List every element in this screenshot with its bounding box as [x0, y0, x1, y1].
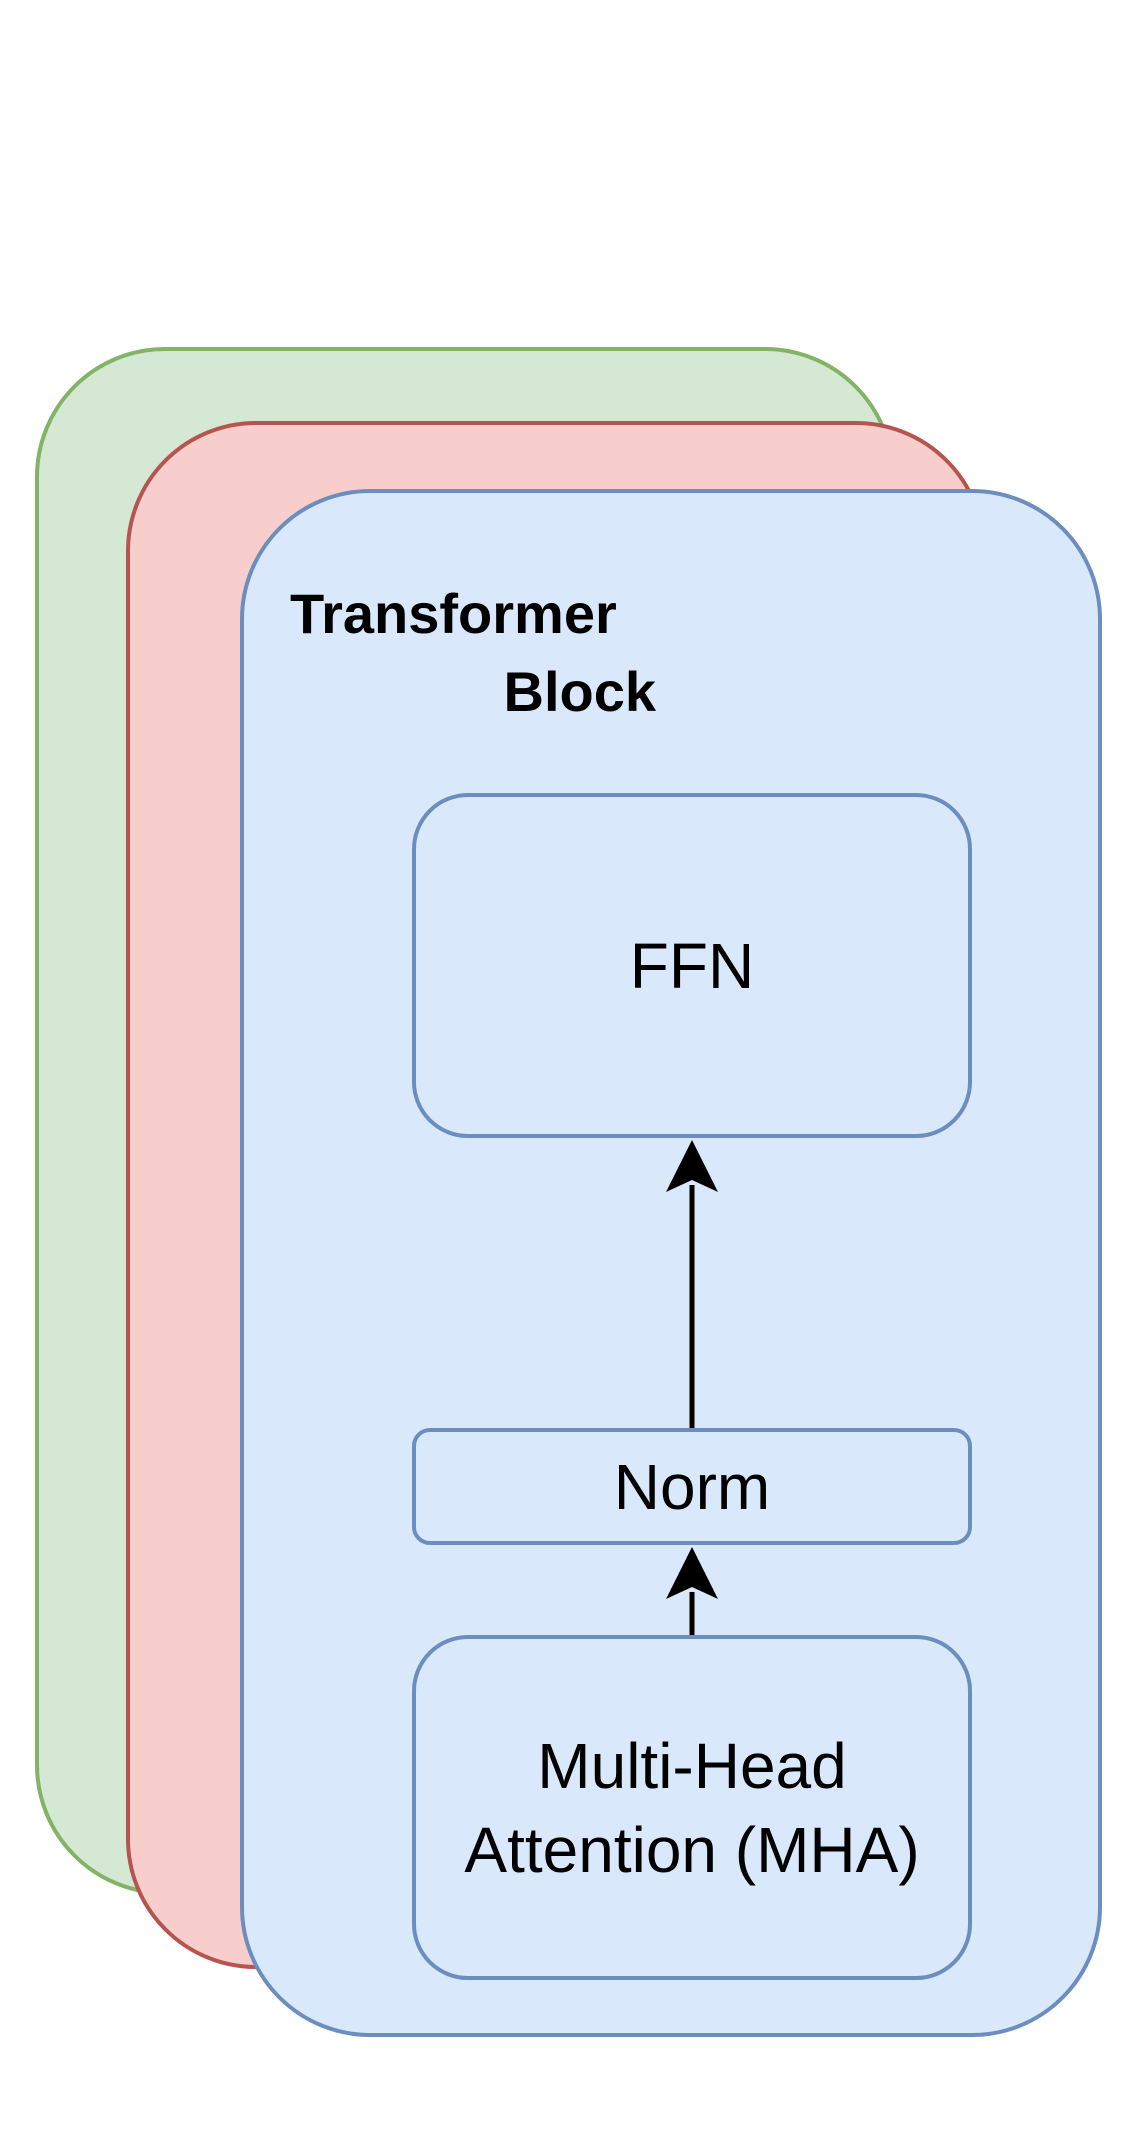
norm-box: Norm — [412, 1428, 972, 1545]
title-line-1: Transformer — [290, 582, 617, 645]
ffn-box: FFN — [412, 793, 972, 1138]
transformer-block-title: Transformer Block — [290, 575, 670, 731]
ffn-label: FFN — [629, 929, 755, 1002]
title-line-2: Block — [503, 660, 657, 723]
mha-label: Multi-Head Attention (MHA) — [464, 1729, 920, 1886]
norm-label: Norm — [613, 1450, 771, 1523]
mha-box: Multi-Head Attention (MHA) — [412, 1635, 972, 1980]
